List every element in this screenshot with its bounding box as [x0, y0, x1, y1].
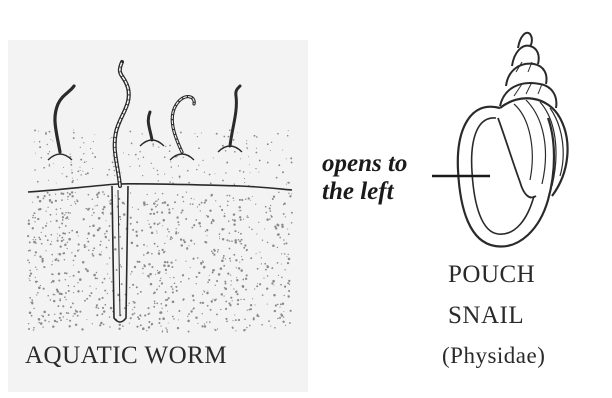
snail-columella: [498, 118, 536, 197]
burrow-inner-line: [118, 190, 120, 316]
snail-illustration: [432, 33, 568, 247]
tube-mound-left: [48, 154, 72, 160]
sediment-stipple: [27, 129, 293, 332]
snail-family-label: (Physidae): [442, 343, 545, 369]
worm-right-curl: [172, 97, 194, 152]
snail-spire-whorl-3: [512, 46, 539, 66]
sediment-surface-line: [28, 184, 292, 192]
worm-mid-small: [148, 112, 152, 140]
tube-mound-right-a: [170, 154, 194, 160]
annotation-the-left: the left: [322, 178, 394, 206]
snail-name-line2: SNAIL: [448, 302, 524, 330]
worm-far-right: [230, 86, 240, 146]
snail-body-whorl: [500, 98, 568, 196]
annotation-opens-to: opens to: [322, 150, 407, 178]
worm-illustration: [27, 62, 293, 333]
worm-left: [55, 86, 74, 152]
snail-name-line1: POUCH: [448, 261, 535, 289]
growth-line-1: [514, 104, 532, 180]
central-worm: [115, 62, 129, 186]
spire-texture-3: [538, 84, 542, 94]
worm-caption: AQUATIC WORM: [25, 342, 227, 370]
growth-line-2: [526, 100, 545, 184]
